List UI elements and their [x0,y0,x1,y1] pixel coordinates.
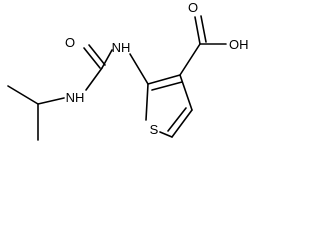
bond-c5-s [159,131,173,138]
chemical-structure-diagram: O OH O NH NH S [7,0,249,141]
bond-isopropyl-to-nh [37,97,65,105]
bond-ring-nh-to-c2 [129,53,149,85]
atom-label-isopropyl-nh: NH [66,90,85,105]
bonds [7,15,227,141]
atom-labels: O OH O NH NH S [65,0,249,137]
bond-nh-to-carbonyl-carbon [85,67,103,91]
bond-c4-c5-double-a [171,109,193,138]
bond-carbonyl-double-a [83,47,101,69]
bond-carbonyl-double-b [88,44,106,66]
bond-isopropyl-methyl-left [7,85,39,105]
atom-label-carboxyl-oxygen: O [188,0,198,15]
atom-label-ring-nh: NH [112,40,131,55]
bond-c3-to-carboxyl-carbon [179,43,201,76]
bond-c3-c4 [179,74,193,111]
bond-c2-c3-double-b [151,81,183,91]
atom-label-sulfur: S [150,122,159,137]
bond-carboxyl-double-b [200,15,207,43]
bond-s-c2 [145,83,149,121]
bond-carbonyl-carbon-to-ring-nh [101,49,113,69]
bond-carboxyl-double-a [194,16,201,45]
atom-label-carboxyl-hydroxyl: OH [229,37,249,52]
bond-c4-c5-double-b [167,107,187,132]
atom-label-urea-oxygen: O [65,35,75,50]
bond-c2-c3-double-a [147,74,181,85]
